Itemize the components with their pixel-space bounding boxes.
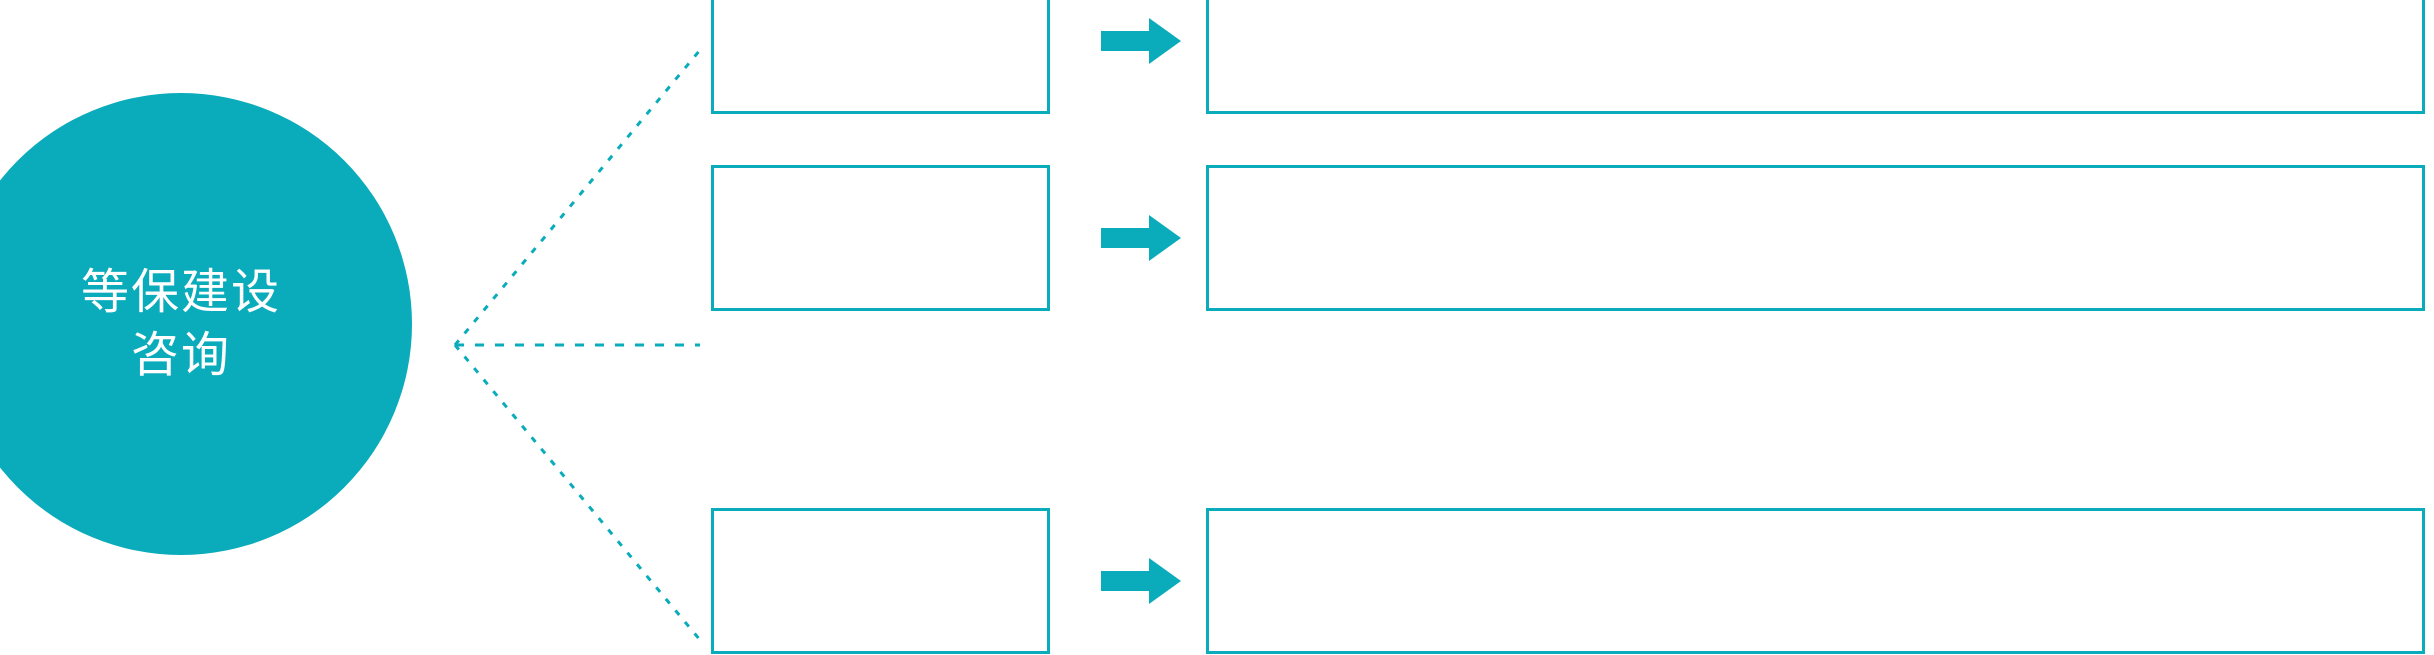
hub-title-line-2: 咨询 [130,329,231,382]
arrow-right-icon [1101,215,1181,261]
stage-box[interactable] [711,508,1050,654]
arrow-right-icon [1101,558,1181,604]
diagram-row [0,0,2434,114]
hub-title-line-1: 等保建设 [80,265,281,319]
stage-box[interactable] [711,165,1050,311]
diagram-row [0,165,2434,311]
hub-circle[interactable]: 等保建设 咨询 [0,93,412,555]
detail-box[interactable] [1206,508,2425,654]
detail-box[interactable] [1206,0,2425,114]
arrow-right-icon [1101,18,1181,64]
detail-box[interactable] [1206,165,2425,311]
diagram-row [0,508,2434,654]
stage-box[interactable] [711,0,1050,114]
